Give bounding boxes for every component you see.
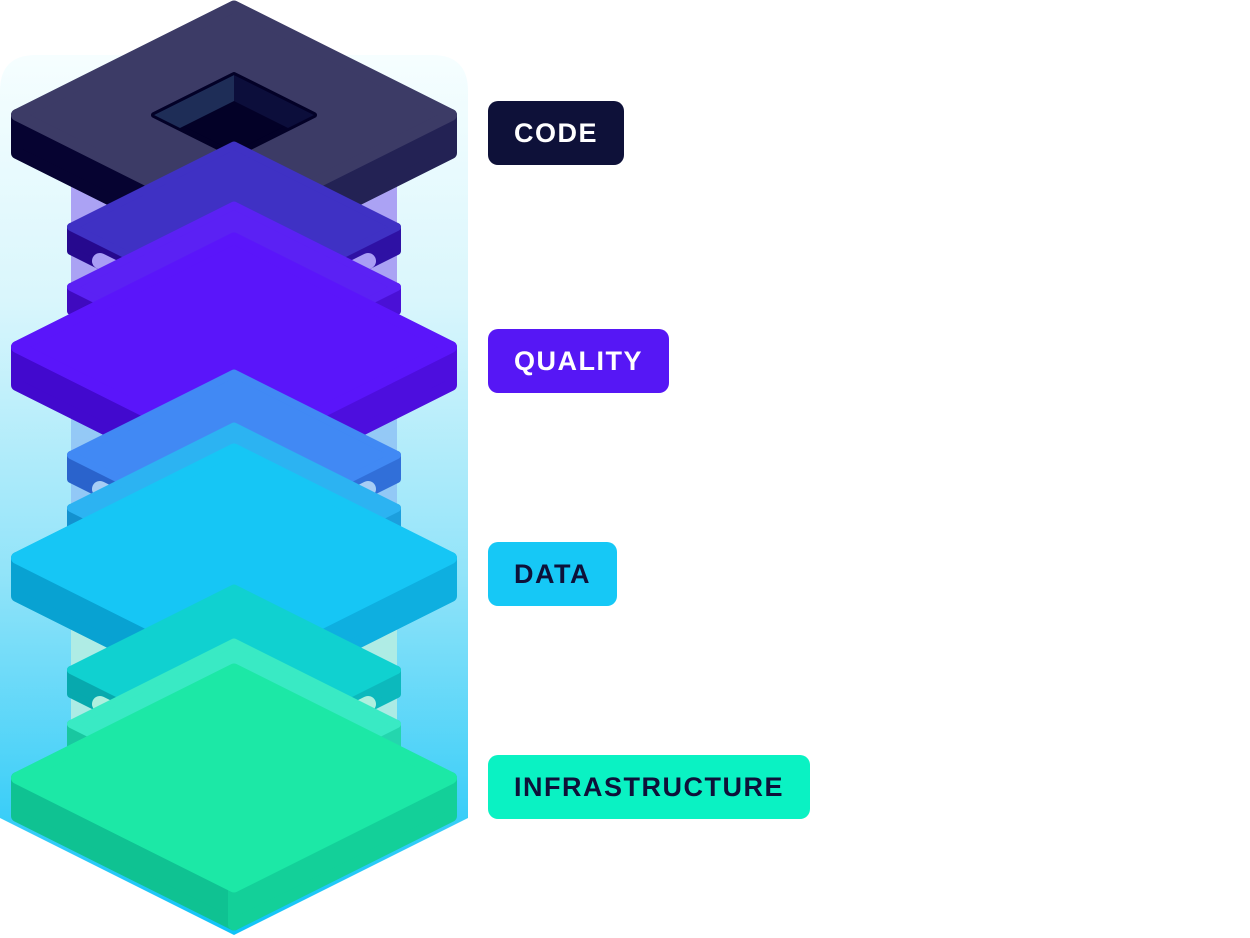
code-slab	[11, 0, 457, 268]
data-label: DATA	[514, 558, 591, 589]
infrastructure-main-slab-top-face	[11, 663, 457, 893]
code-slab-hole-left-wall	[154, 75, 234, 141]
code-label-badge: CODE	[488, 101, 625, 165]
quality-label: QUALITY	[514, 345, 643, 376]
quality-label-badge: QUALITY	[488, 329, 669, 393]
infrastructure-label-badge: INFRASTRUCTURE	[488, 755, 810, 819]
infrastructure-label: INFRASTRUCTURE	[514, 771, 784, 802]
data-label-badge: DATA	[488, 542, 617, 606]
code-label: CODE	[514, 117, 599, 148]
code-slab-hole-right-wall	[234, 75, 314, 141]
infrastructure-main-slab	[11, 663, 457, 931]
